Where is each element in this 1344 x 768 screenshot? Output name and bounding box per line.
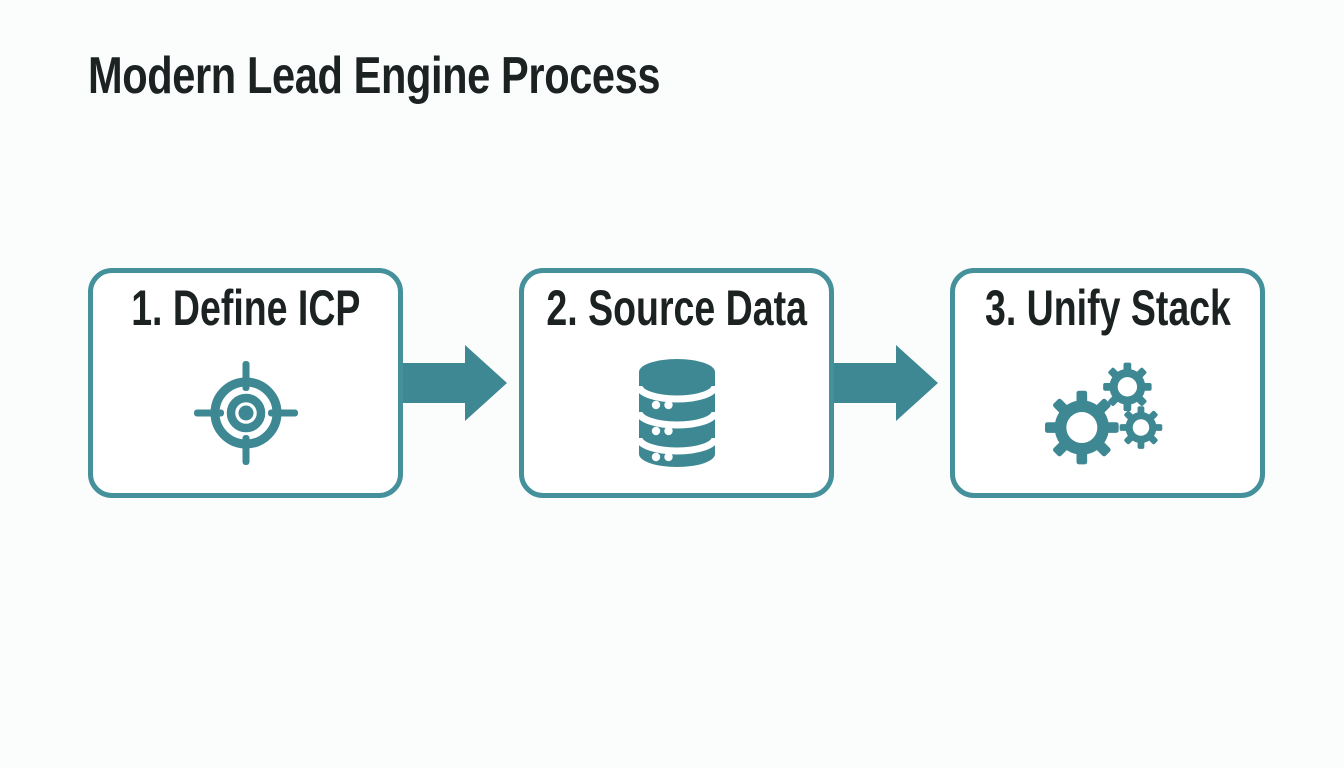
process-flow: 1. Define ICP [88, 268, 1265, 498]
arrow-step1-to-step2 [403, 268, 519, 498]
step-label: 2. Source Data [503, 283, 850, 333]
step-label-text: 2. Source Data [546, 280, 807, 336]
step-box-define-icp: 1. Define ICP [88, 268, 403, 498]
arrow-step2-to-step3 [834, 268, 950, 498]
page-title: Modern Lead Engine Process [88, 50, 803, 102]
page-title-text: Modern Lead Engine Process [88, 47, 661, 105]
database-icon [524, 333, 829, 493]
gears-icon [955, 333, 1260, 493]
step-label: 1. Define ICP [93, 283, 399, 333]
step-label-text: 3. Unify Stack [984, 280, 1231, 336]
step-label: 3. Unify Stack [944, 283, 1272, 333]
step-box-unify-stack: 3. Unify Stack [950, 268, 1265, 498]
target-icon [93, 333, 398, 493]
step-label-text: 1. Define ICP [130, 280, 361, 336]
step-box-source-data: 2. Source Data [519, 268, 834, 498]
